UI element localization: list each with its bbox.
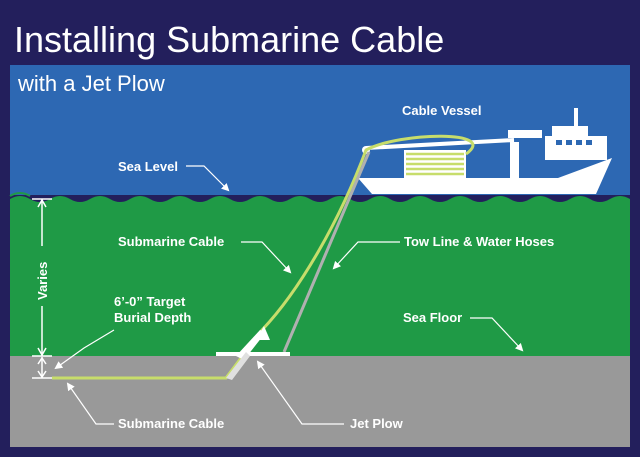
varies-label: Varies (35, 262, 50, 300)
page-subtitle: with a Jet Plow (17, 71, 165, 96)
label-submarine-cable-lower: Submarine Cable (118, 416, 224, 431)
burial-depth-dimension (32, 356, 52, 379)
leader-submarine-cable-upper (241, 241, 292, 274)
sea-water (10, 196, 630, 356)
label-submarine-cable-upper: Submarine Cable (118, 234, 224, 249)
label-jet-plow: Jet Plow (350, 416, 404, 431)
submarine-cable-line (52, 134, 475, 380)
varies-dimension (32, 198, 52, 357)
ship-mast (574, 108, 578, 128)
leader-tow-line (332, 241, 400, 270)
crane-boom (365, 138, 515, 150)
crane-arm (508, 130, 542, 138)
jet-plow-device (216, 326, 290, 380)
sea-level-wave (9, 192, 31, 197)
cable-drum (404, 150, 466, 178)
label-cable-vessel: Cable Vessel (402, 103, 482, 118)
leader-target-depth (54, 329, 115, 370)
seabed (10, 356, 630, 447)
leader-sea-floor (470, 317, 524, 352)
label-target-depth-line1: 6’-0” Target (114, 294, 186, 309)
leader-sea-level (186, 165, 230, 192)
page-title: Installing Submarine Cable (14, 19, 444, 60)
crane-post (510, 142, 519, 178)
label-target-depth-line2: Burial Depth (114, 310, 191, 325)
tow-line (282, 151, 371, 353)
cable-vessel-ship (358, 108, 612, 194)
label-sea-level: Sea Level (118, 159, 178, 174)
ship-bridge-upper (552, 126, 588, 138)
ship-hull (358, 158, 612, 194)
ship-bridge (545, 136, 607, 160)
leader-submarine-cable-lower (66, 382, 114, 425)
leader-jet-plow (256, 360, 344, 425)
label-tow-line: Tow Line & Water Hoses (404, 234, 554, 249)
label-sea-floor: Sea Floor (403, 310, 462, 325)
